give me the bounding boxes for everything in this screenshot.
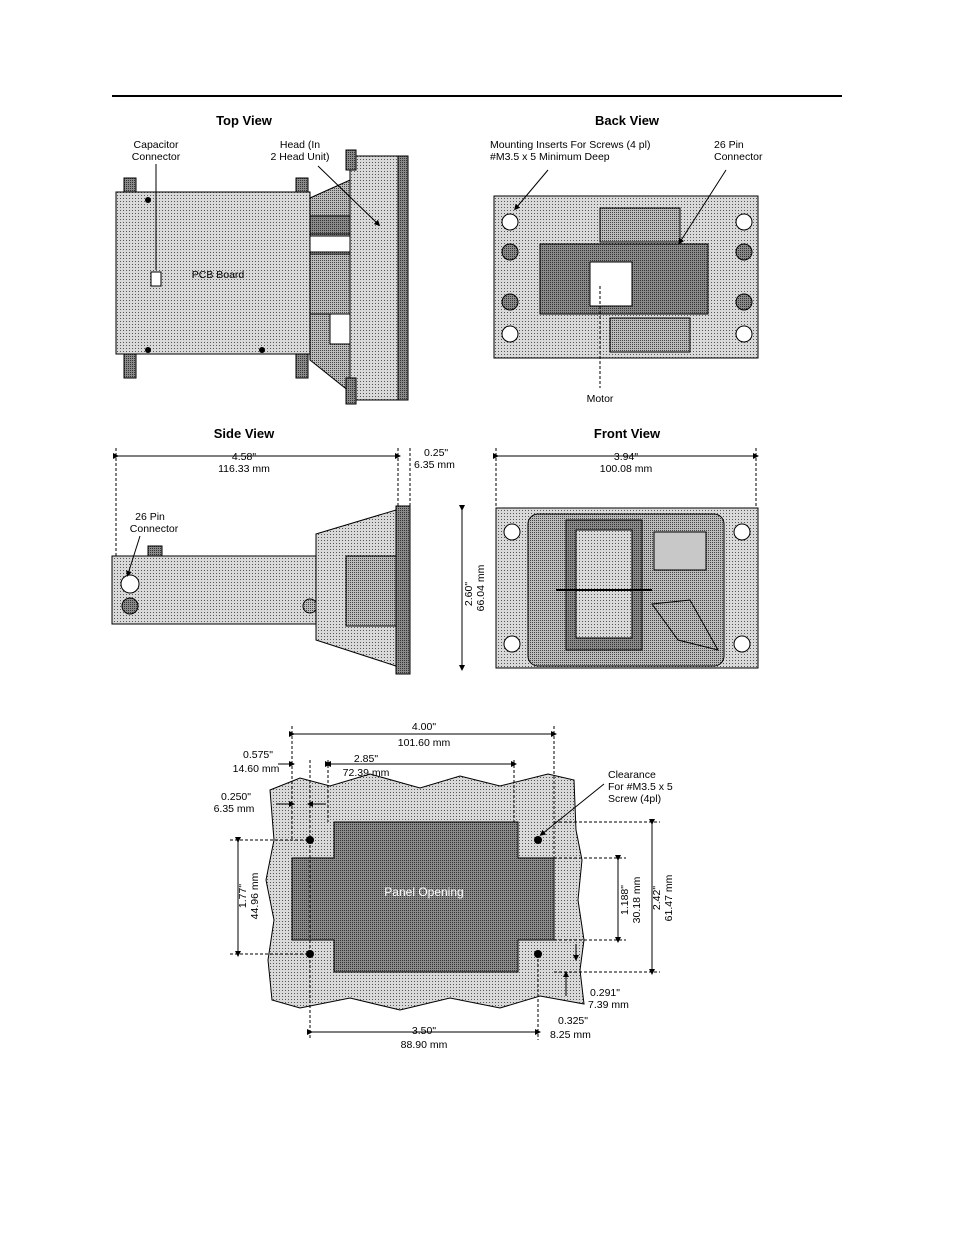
panel-offset-small-in: 0.250": [221, 791, 251, 803]
pcb-board-label: PCB Board: [192, 269, 245, 281]
panel-offset-left-in: 0.575": [243, 749, 273, 761]
panel-opening: [291, 821, 555, 973]
front-width-in: 3.94": [614, 451, 638, 463]
mounting-inserts-label-2: #M3.5 x 5 Minimum Deep: [490, 151, 610, 163]
front-height-mm: 66.04 mm: [475, 564, 487, 611]
top-view: Top View Capacitor Connector Head (In 2 …: [115, 113, 409, 405]
back-connector-label-2: Connector: [714, 151, 763, 163]
back-view-title: Back View: [595, 113, 660, 128]
panel-bottom-width-in: 3.50": [412, 1025, 436, 1037]
capacitor-connector-label-2: Connector: [132, 151, 181, 163]
panel-inner-width-mm: 72.39 mm: [343, 767, 390, 779]
mounting-inserts-label: Mounting Inserts For Screws (4 pl): [490, 139, 650, 151]
side-width-mm: 116.33 mm: [218, 463, 270, 475]
capacitor-connector: [150, 271, 162, 287]
motor-label: Motor: [587, 393, 614, 405]
front-view-title: Front View: [594, 426, 661, 441]
panel-outer-height-in: 2.42": [651, 886, 663, 910]
clearance-label-2: For #M3.5 x 5: [608, 781, 673, 793]
panel-inner-height-mm: 30.18 mm: [631, 876, 643, 923]
panel-offset-left-mm: 14.60 mm: [233, 763, 280, 775]
panel-offset-small-mm: 6.35 mm: [214, 803, 255, 815]
panel-offset-b1-in: 0.291": [590, 987, 620, 999]
head-label-2: 2 Head Unit): [271, 151, 330, 163]
panel-width-in: 4.00": [412, 721, 436, 733]
clearance-label: Clearance: [608, 769, 656, 781]
head-label: Head (In: [280, 139, 320, 151]
pcb-board-body: [115, 191, 311, 355]
panel-offset-b2-in: 0.325": [558, 1015, 588, 1027]
clearance-label-3: Screw (4pl): [608, 793, 661, 805]
panel-inner-height-in: 1.188": [619, 885, 631, 915]
side-body: [111, 555, 349, 625]
front-view: Front View 3.94" 100.08 mm 2.60" 66.04 m…: [459, 426, 759, 671]
side-flange-mm: 6.35 mm: [414, 459, 455, 471]
panel-opening-drawing: Panel Opening 4.00" 101.60 mm 2.85" 72.3…: [214, 721, 675, 1051]
back-connector-label: 26 Pin: [714, 139, 744, 151]
side-width-in: 4.58": [232, 451, 256, 463]
panel-outer-height-mm: 61.47 mm: [663, 874, 675, 921]
back-view: Back View Mounting Inserts For Screws (4…: [490, 113, 763, 405]
top-view-title: Top View: [216, 113, 273, 128]
side-connector-label-2: Connector: [130, 523, 179, 535]
capacitor-connector-label: Capacitor: [134, 139, 179, 151]
side-flange-in: 0.25": [424, 447, 448, 459]
side-view: Side View 4.58" 116.33 mm 0.25" 6.35 mm …: [111, 426, 455, 675]
panel-bottom-width-mm: 88.90 mm: [401, 1039, 448, 1051]
panel-opening-label: Panel Opening: [384, 885, 463, 899]
panel-offset-b1-mm: 7.39 mm: [588, 999, 629, 1011]
side-connector-label: 26 Pin: [135, 511, 165, 523]
front-height-in: 2.60": [463, 582, 475, 606]
panel-left-height-in: 1.77": [237, 884, 249, 908]
panel-width-mm: 101.60 mm: [398, 737, 451, 749]
front-width-mm: 100.08 mm: [600, 463, 653, 475]
panel-inner-width-in: 2.85": [354, 753, 378, 765]
panel-offset-b2-mm: 8.25 mm: [550, 1029, 591, 1041]
side-view-title: Side View: [214, 426, 275, 441]
panel-left-height-mm: 44.96 mm: [249, 872, 261, 919]
